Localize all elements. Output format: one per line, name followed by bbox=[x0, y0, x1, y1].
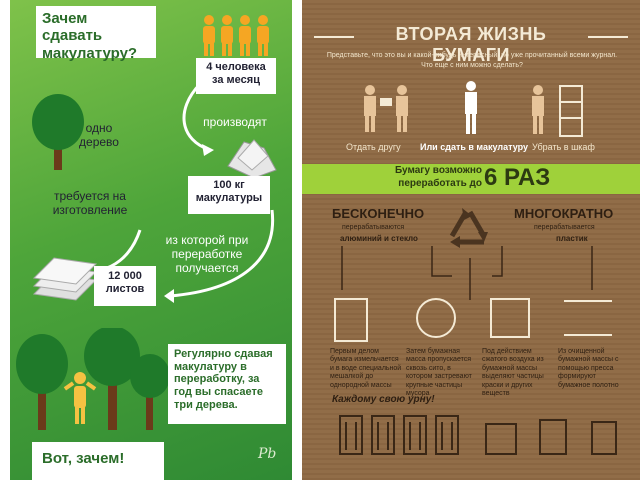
infinite-sub: перерабатываются bbox=[342, 224, 405, 231]
recycle-label: из которой при переработке получается bbox=[165, 233, 249, 275]
multiple-heading: МНОГОКРАТНО bbox=[514, 206, 614, 221]
give-to-friend-icon bbox=[364, 85, 408, 132]
recycling-infographic-left: Зачем сдавать макулатуру? 4 человека за … bbox=[10, 0, 292, 480]
title-rule-right bbox=[588, 36, 628, 38]
sheets-count: 12 000 листов bbox=[105, 270, 145, 295]
multiple-items: пластик bbox=[556, 234, 588, 243]
people-per-month: 4 человека за месяц bbox=[206, 61, 266, 86]
multiple-sub: перерабатывается bbox=[534, 224, 595, 231]
option-shelf: Убрать в шкаф bbox=[532, 142, 595, 152]
paper-stack-icon bbox=[32, 257, 98, 301]
six-times-banner bbox=[302, 164, 640, 194]
step-1-icon bbox=[334, 298, 368, 342]
step-2-icon bbox=[416, 298, 456, 338]
right-title: ВТОРАЯ ЖИЗНЬ БУМАГИ bbox=[395, 24, 547, 65]
paper-amount-box: 100 кг макулатуры bbox=[188, 176, 270, 214]
recycle-symbol-icon bbox=[449, 208, 488, 248]
bottom-text: Вот, зачем! bbox=[42, 450, 125, 467]
people-per-month-box: 4 человека за месяц bbox=[196, 58, 276, 94]
recycle-person-icon bbox=[465, 81, 477, 134]
four-people-icon bbox=[203, 15, 269, 56]
infinite-heading: БЕСКОНЕЧНО bbox=[332, 206, 425, 221]
left-title: Зачем сдавать макулатуру? bbox=[42, 10, 138, 62]
bins-icon bbox=[339, 415, 617, 455]
tree-icon bbox=[32, 94, 84, 170]
banner-line2: переработать до bbox=[398, 178, 482, 189]
step-2-text: Затем бумажная масса пропускается сквозь… bbox=[406, 348, 472, 397]
left-title-box: Зачем сдавать макулатуру? bbox=[36, 6, 156, 62]
step-3-icon bbox=[490, 298, 530, 338]
required-label: требуется на изготовление bbox=[52, 189, 128, 217]
intro-text: Представьте, что это вы и какой-нибудь и… bbox=[326, 52, 618, 59]
step-4-icon bbox=[564, 300, 612, 336]
title-rule-left bbox=[314, 36, 354, 38]
paper-amount: 100 кг макулатуры bbox=[195, 179, 263, 204]
slogan: Каждому свою урну! bbox=[332, 394, 435, 405]
person-icon bbox=[63, 372, 97, 424]
bottom-box: Вот, зачем! bbox=[32, 442, 164, 480]
step-4-text: Из очищенной бумажной массы с помощью пр… bbox=[558, 348, 619, 389]
infinite-items: алюминий и стекло bbox=[340, 234, 418, 243]
one-tree-label: одно дерево bbox=[79, 121, 119, 149]
signature: Pb bbox=[258, 446, 277, 462]
produce-label: производят bbox=[203, 115, 267, 129]
connector-lines bbox=[341, 246, 593, 300]
flow-arrows bbox=[99, 82, 275, 303]
recycling-infographic-right: ВТОРАЯ ЖИЗНЬ БУМАГИ Представьте, что это… bbox=[302, 0, 640, 480]
banner-big: 6 РАЗ bbox=[484, 164, 551, 191]
sheets-box: 12 000 листов bbox=[94, 266, 156, 306]
regular-text: Регулярно сдавая макулатуру в переработк… bbox=[174, 348, 273, 411]
regular-box: Регулярно сдавая макулатуру в переработк… bbox=[168, 344, 286, 424]
banner-line1: Бумагу возможно bbox=[394, 165, 482, 176]
step-3-text: Под действием сжатого воздуха из бумажно… bbox=[482, 348, 544, 397]
option-recycle: Или сдать в макулатуру bbox=[420, 142, 528, 152]
three-trees-icon bbox=[16, 328, 170, 430]
question-text: Что еще с ним можно сделать? bbox=[421, 62, 523, 69]
step-1-text: Первым делом бумага измельчается и в вод… bbox=[330, 348, 402, 389]
option-give: Отдать другу bbox=[346, 142, 401, 152]
paper-pile-icon bbox=[227, 139, 277, 179]
shelf-icon bbox=[532, 85, 583, 137]
